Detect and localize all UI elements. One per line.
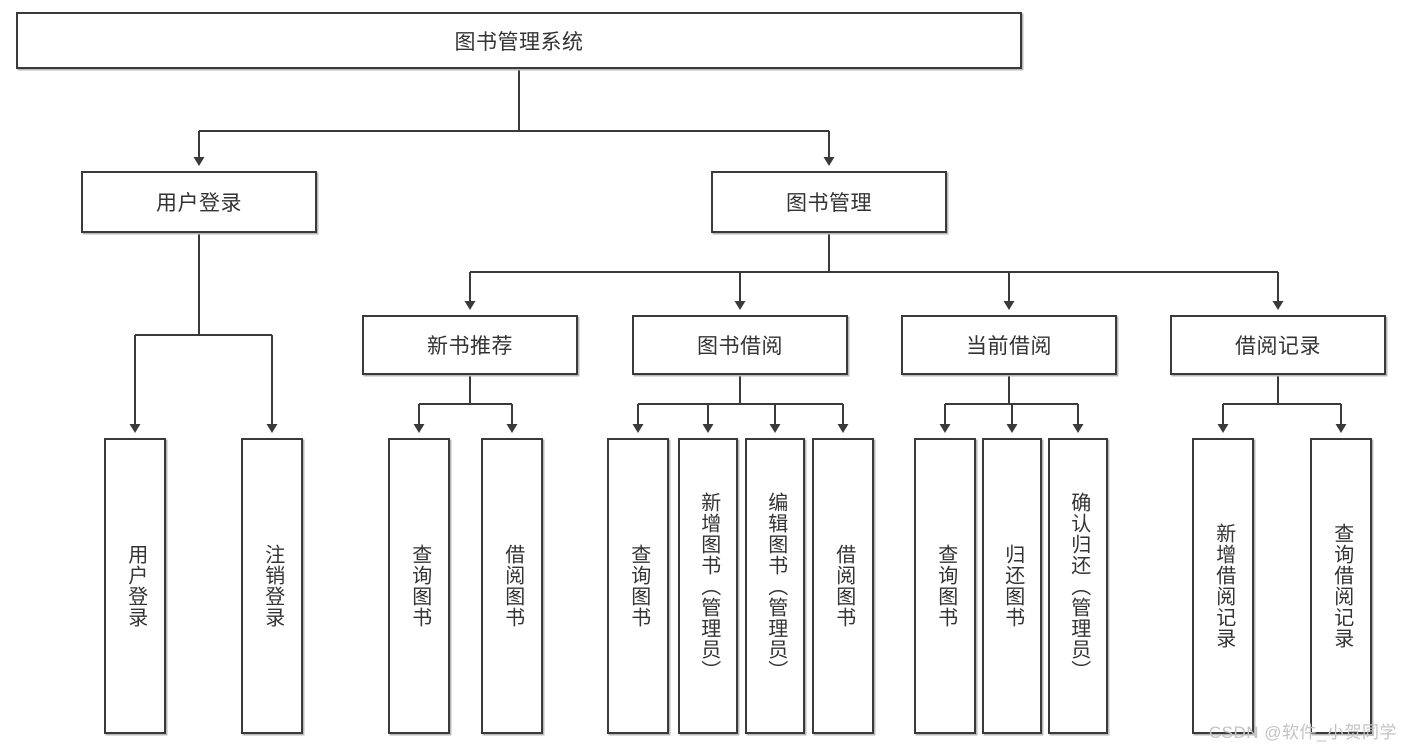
node-leaf-borrow-add-book-label: 新增图书（管理员）	[697, 491, 720, 681]
node-leaf-query-record[interactable]: 查询借阅记录	[1310, 438, 1372, 734]
node-leaf-cur-confirm-return[interactable]: 确认归还（管理员）	[1048, 438, 1108, 734]
node-leaf-cur-return-book-label: 归还图书	[1001, 544, 1024, 628]
node-leaf-borrow-query-book-label: 查询图书	[627, 544, 650, 628]
node-book-manage[interactable]: 图书管理	[711, 171, 947, 233]
node-leaf-rec-query-book-label: 查询图书	[408, 544, 431, 628]
node-leaf-borrow-borrow-book-label: 借阅图书	[832, 544, 855, 628]
node-leaf-cur-query-book[interactable]: 查询图书	[914, 438, 976, 734]
node-book-manage-label: 图书管理	[786, 192, 872, 215]
node-leaf-user-login-label: 用户登录	[124, 544, 147, 628]
node-leaf-query-record-label: 查询借阅记录	[1330, 523, 1353, 649]
node-book-borrow[interactable]: 图书借阅	[632, 315, 848, 375]
node-leaf-rec-borrow-book[interactable]: 借阅图书	[481, 438, 543, 734]
node-leaf-rec-borrow-book-label: 借阅图书	[501, 544, 524, 628]
node-user-login[interactable]: 用户登录	[81, 171, 317, 233]
node-leaf-rec-query-book[interactable]: 查询图书	[388, 438, 450, 734]
node-leaf-add-record[interactable]: 新增借阅记录	[1192, 438, 1254, 734]
node-book-borrow-label: 图书借阅	[697, 335, 783, 358]
node-leaf-logout-label: 注销登录	[261, 544, 284, 628]
node-new-book-rec[interactable]: 新书推荐	[362, 315, 578, 375]
node-new-book-rec-label: 新书推荐	[427, 335, 513, 358]
node-leaf-borrow-borrow-book[interactable]: 借阅图书	[812, 438, 874, 734]
node-current-borrow[interactable]: 当前借阅	[901, 315, 1117, 375]
node-leaf-borrow-edit-book[interactable]: 编辑图书（管理员）	[745, 438, 805, 734]
node-leaf-cur-return-book[interactable]: 归还图书	[982, 438, 1042, 734]
csdn-watermark: CSDN @软件_小贺同学	[1208, 723, 1397, 742]
node-current-borrow-label: 当前借阅	[966, 335, 1052, 358]
node-leaf-add-record-label: 新增借阅记录	[1212, 523, 1235, 649]
node-leaf-logout[interactable]: 注销登录	[241, 438, 303, 734]
node-leaf-user-login[interactable]: 用户登录	[104, 438, 166, 734]
node-leaf-cur-confirm-return-label: 确认归还（管理员）	[1067, 491, 1090, 681]
node-borrow-record-label: 借阅记录	[1235, 335, 1321, 358]
node-leaf-cur-query-book-label: 查询图书	[934, 544, 957, 628]
node-leaf-borrow-edit-book-label: 编辑图书（管理员）	[764, 491, 787, 681]
node-leaf-borrow-add-book[interactable]: 新增图书（管理员）	[678, 438, 738, 734]
node-leaf-borrow-query-book[interactable]: 查询图书	[607, 438, 669, 734]
node-borrow-record[interactable]: 借阅记录	[1170, 315, 1386, 375]
node-root[interactable]: 图书管理系统	[16, 12, 1022, 69]
node-user-login-label: 用户登录	[156, 192, 242, 215]
node-root-label: 图书管理系统	[454, 30, 584, 54]
